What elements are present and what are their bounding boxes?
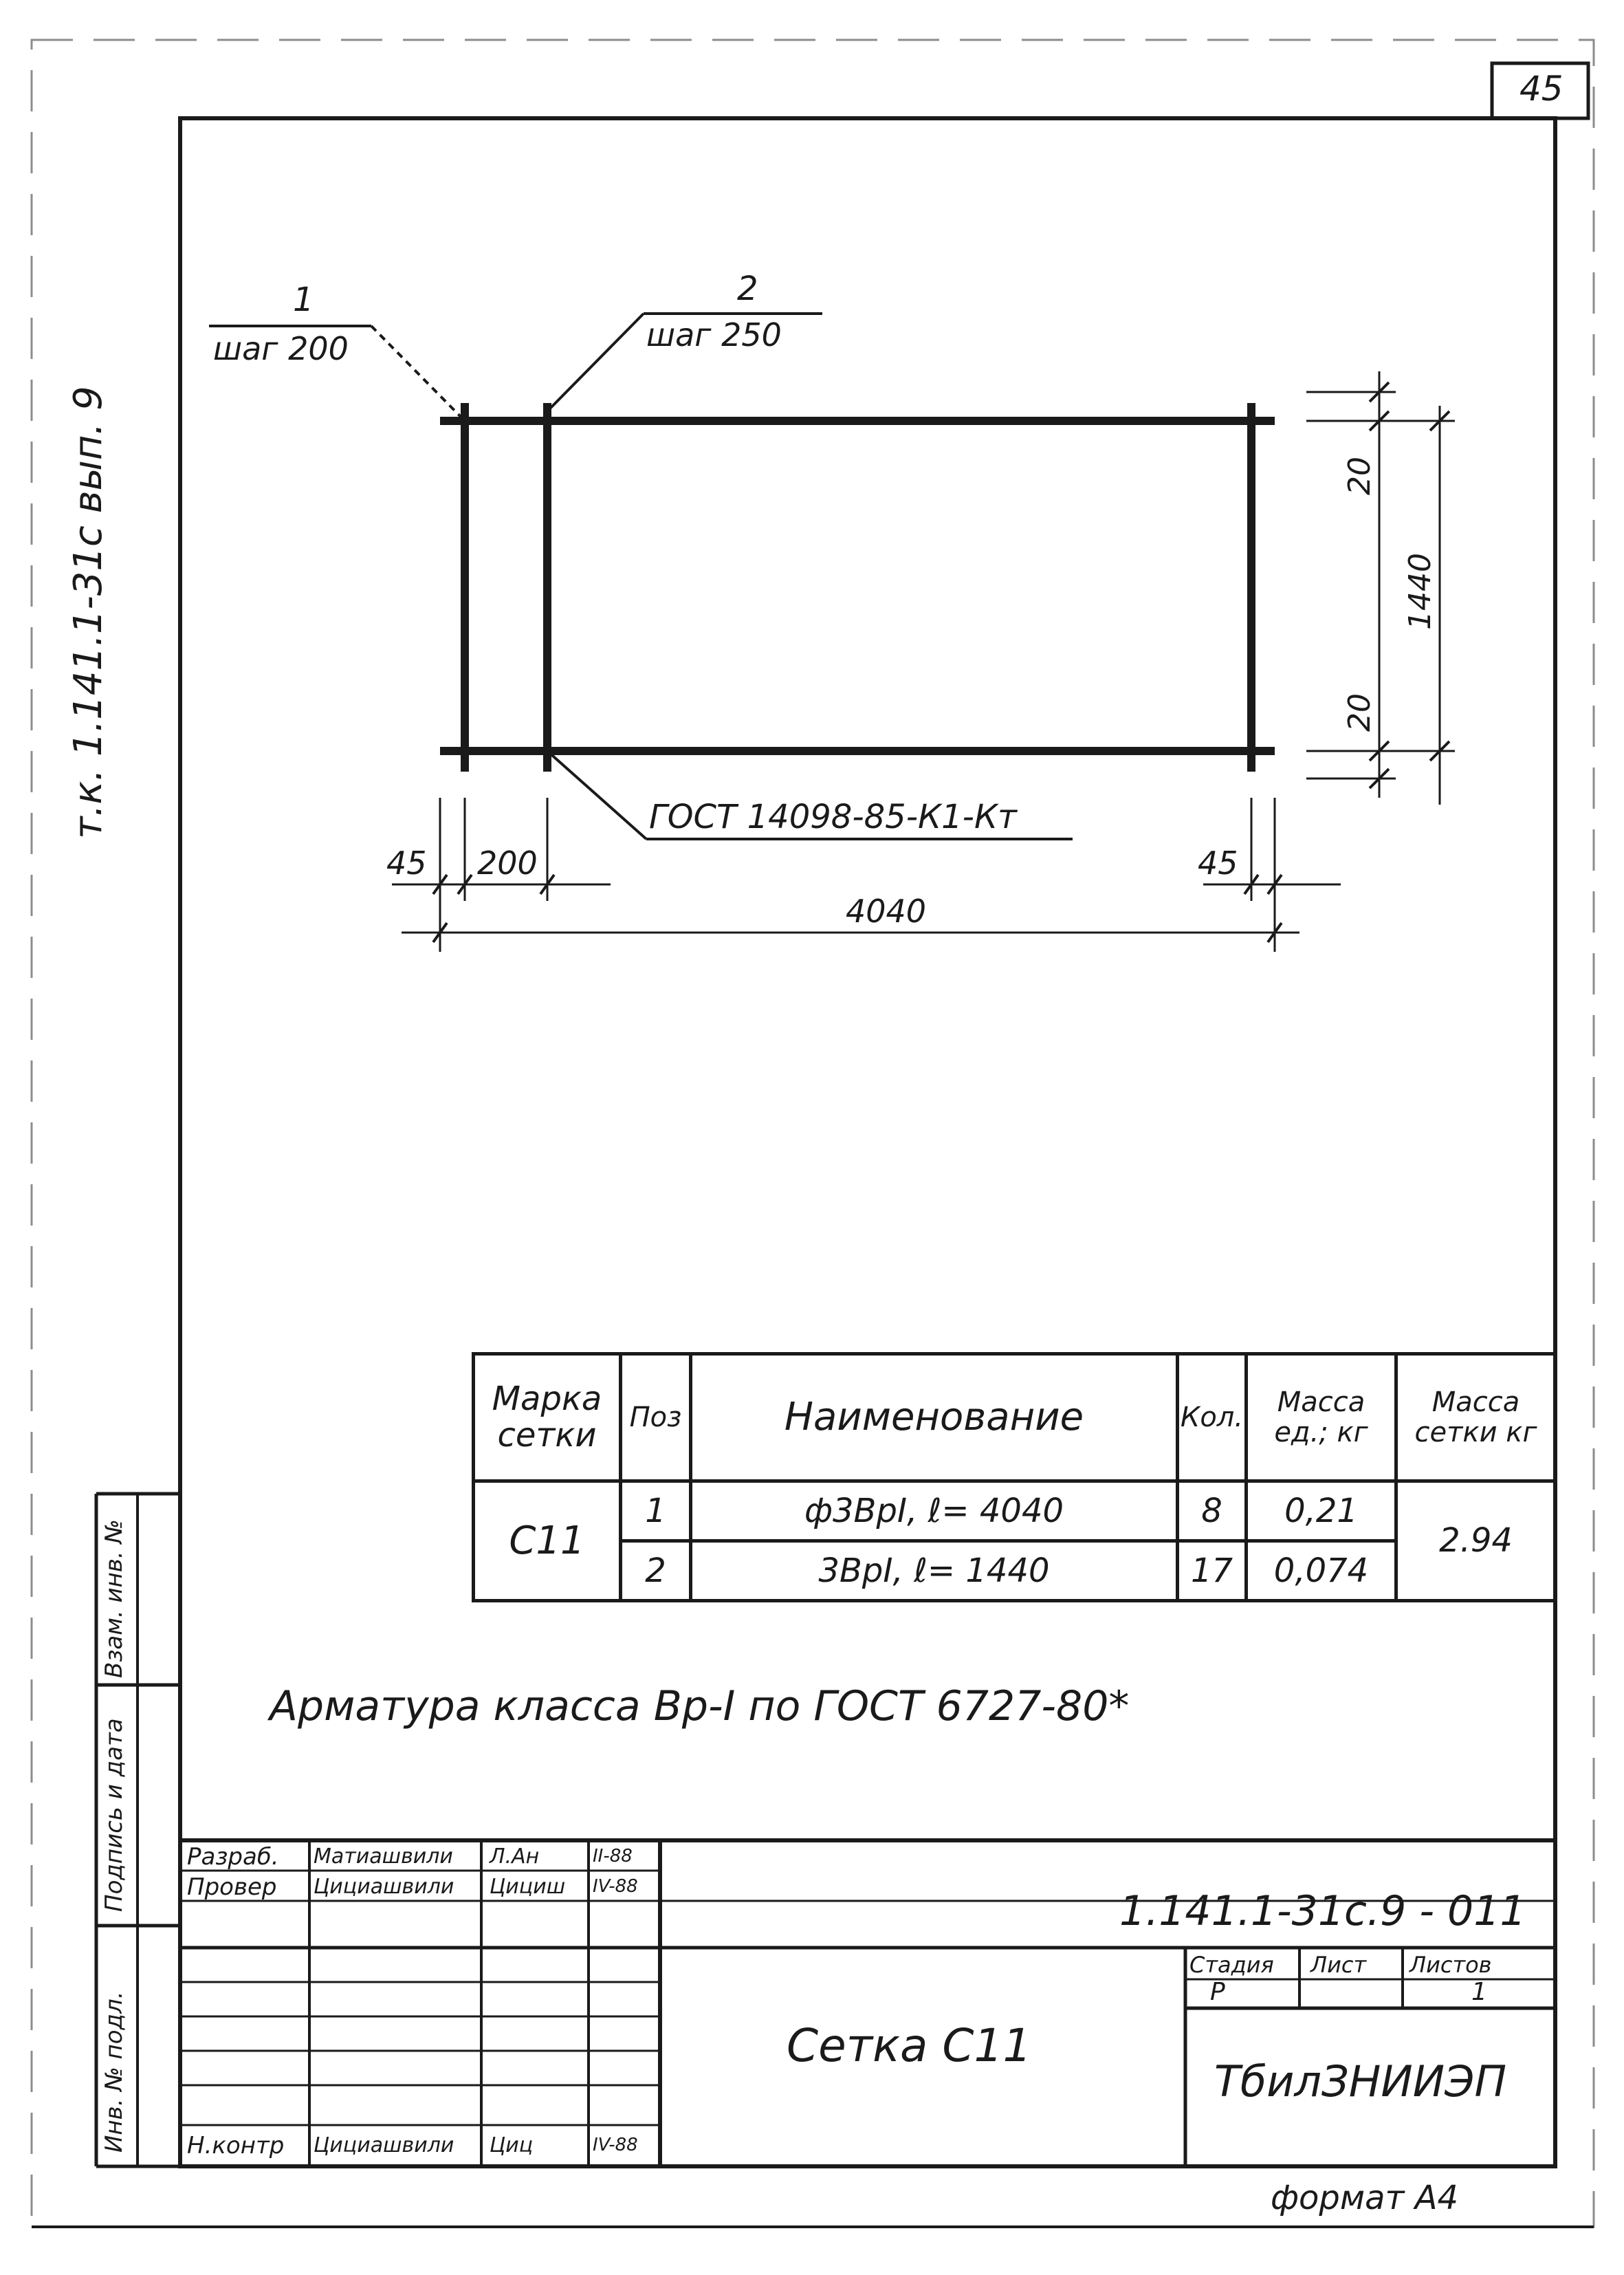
sheet-label: Лист: [1310, 1952, 1367, 1978]
row2-date: IV-88: [593, 1876, 638, 1897]
sheets-value: 1: [1471, 1978, 1487, 2006]
dim-right-edge: 45: [1198, 845, 1238, 882]
sheets-label: Листов: [1409, 1952, 1492, 1978]
dim-left-step: 200: [477, 845, 538, 882]
dim-top-edge: 20: [1342, 457, 1377, 495]
cell-mesh-mass: 2.94: [1394, 1479, 1557, 1602]
cell-unit-mass: 0,074: [1244, 1539, 1398, 1602]
header-name: Наименование: [689, 1352, 1179, 1483]
item-name: Сетка С11: [787, 2019, 1032, 2072]
row2-role: Провер: [187, 1873, 277, 1901]
cell-qty: 17: [1176, 1539, 1248, 1602]
header-unit-mass: Масса ед.; кг: [1244, 1352, 1398, 1483]
header-pos: Поз: [619, 1352, 692, 1483]
dim-bottom-edge: 20: [1342, 693, 1377, 732]
dim-left-edge: 45: [386, 845, 427, 882]
side-inv-no-orig: Инв. № подл.: [100, 1991, 128, 2153]
frame-border: [178, 116, 1557, 2168]
cell-unit-mass: 0,21: [1244, 1479, 1398, 1543]
row2-name: Цициашвили: [314, 1875, 454, 1899]
leader-left-number: 1: [293, 281, 314, 319]
row2-sign: Цициш: [490, 1875, 566, 1899]
organization: ТбилЗНИИЭП: [1214, 2056, 1507, 2107]
format-label: формат А4: [1271, 2179, 1459, 2217]
leader-right-text: шаг 250: [646, 316, 782, 353]
series-side-label: т.к. 1.141.1-31с вып. 9: [66, 386, 111, 839]
cell-pos: 1: [619, 1479, 692, 1543]
side-sign-date: Подпись и дата: [100, 1718, 128, 1912]
row7-role: Н.контр: [187, 2132, 285, 2159]
cell-name: 3ВрI, ℓ= 1440: [689, 1539, 1179, 1602]
table-row: 2 3ВрI, ℓ= 1440 17 0,074: [474, 1539, 1556, 1602]
row7-sign: Циц: [490, 2133, 534, 2157]
cell-qty: 8: [1176, 1479, 1248, 1543]
header-qty: Кол.: [1176, 1352, 1248, 1483]
row7-name: Цициашвили: [314, 2133, 454, 2157]
sheet-number-box: [1490, 61, 1590, 120]
reinforcement-note: Арматура класса Вр-I по ГОСТ 6727-80*: [270, 1682, 1130, 1730]
cell-pos: 2: [619, 1539, 692, 1602]
leader-right-number: 2: [737, 270, 758, 308]
side-replace-inv: Взам. инв. №: [100, 1519, 128, 1678]
stage-value: Р: [1210, 1978, 1225, 2006]
table-row: С11 1 ф3ВрI, ℓ= 4040 8 0,21 2.94: [472, 1479, 1557, 1602]
row1-name: Матиашвили: [314, 1844, 453, 1869]
row1-date: II-88: [593, 1846, 633, 1866]
specification-table: Марка сетки Поз Наименование Кол. Масса …: [472, 1352, 1557, 1602]
document-code: 1.141.1-31с.9 - 011: [1119, 1887, 1526, 1935]
header-mesh-mass: Масса сетки кг: [1394, 1352, 1557, 1483]
header-mark: Марка сетки: [472, 1352, 622, 1483]
row1-sign: Л.Ан: [490, 1844, 540, 1869]
dim-total-height: 1440: [1403, 553, 1438, 630]
cell-mesh-mark: С11: [472, 1479, 622, 1602]
sheet-number: 45: [1519, 69, 1563, 109]
dim-total-length: 4040: [846, 893, 927, 930]
leader-left-text: шаг 200: [213, 330, 349, 367]
row1-role: Разраб.: [187, 1843, 279, 1871]
cell-name: ф3ВрI, ℓ= 4040: [689, 1479, 1179, 1543]
gost-label: ГОСТ 14098-85-К1-Кт: [649, 798, 1018, 836]
stage-label: Стадия: [1189, 1952, 1274, 1978]
row7-date: IV-88: [593, 2135, 638, 2155]
